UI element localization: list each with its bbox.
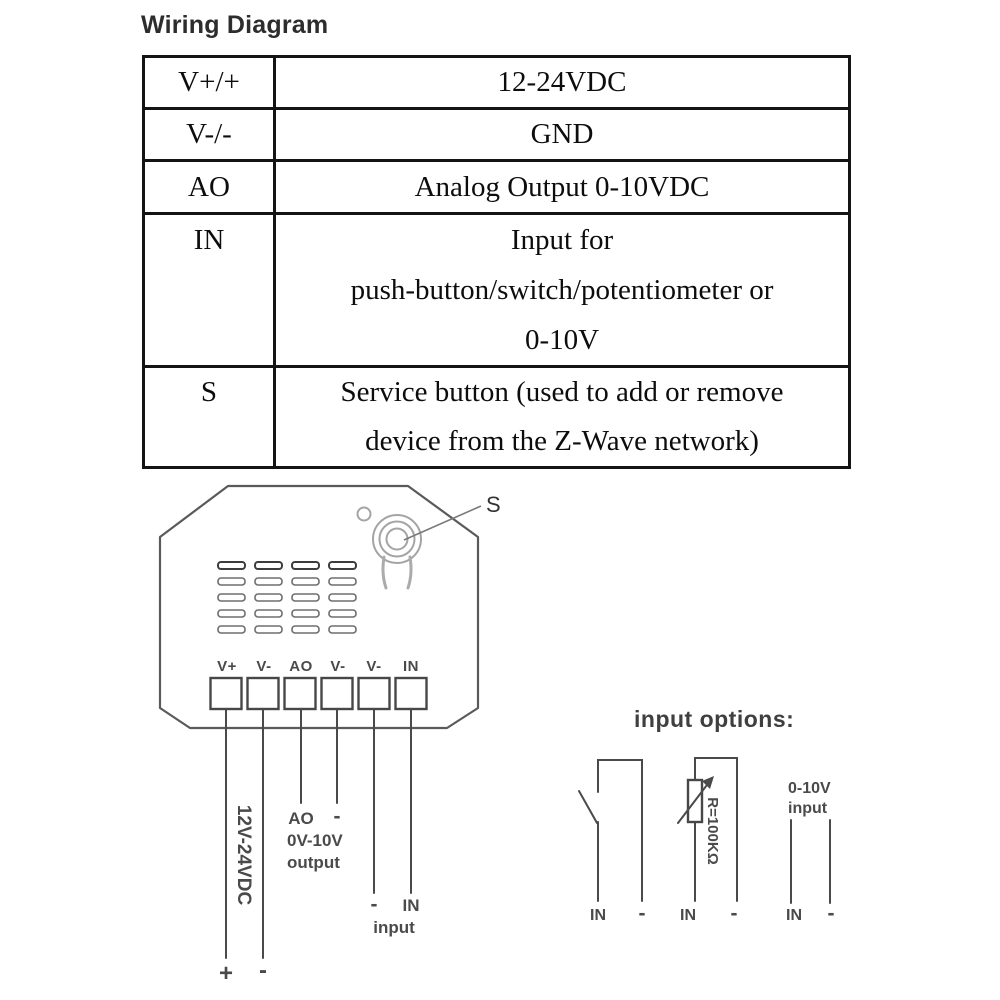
terminal-label: AO [289, 658, 313, 675]
terminal-label: V- [366, 658, 381, 675]
terminal-block [394, 676, 428, 711]
power-plus-label: + [219, 960, 233, 987]
voltage-option-line1: 0-10V [788, 780, 831, 797]
option-in-label: IN [786, 907, 802, 924]
terminal-desc-cell: 12-24VDC [273, 55, 851, 110]
service-button-callout-line [403, 505, 482, 541]
terminal-desc-cell: Analog Output 0-10VDC [273, 159, 851, 215]
resistor-value-label: R=100KΩ [704, 797, 721, 864]
terminal-block [357, 676, 391, 711]
resistor-arrowhead-icon [702, 776, 714, 789]
table-row: IN Input for push-button/switch/potentio… [142, 212, 851, 368]
table-row: V-/- GND [142, 107, 851, 162]
service-button-icon [372, 514, 422, 590]
terminal-blocks [209, 676, 428, 711]
vent-grid-icon [217, 561, 357, 634]
terminal-desc-cell: GND [273, 107, 851, 162]
switch-wires [597, 759, 643, 902]
power-minus-label: - [259, 957, 267, 984]
switch-lever-icon [578, 790, 598, 824]
wiring-diagram-canvas: S V+ V- AO V- V- IN [158, 484, 835, 987]
input-options-section: input options: IN - R=100KΩ IN - 0-10V i… [578, 706, 835, 925]
terminal-name-cell: V-/- [142, 107, 276, 162]
terminal-name-cell: IN [142, 212, 276, 368]
ao-label: AO [288, 809, 314, 828]
in-label: IN [403, 896, 420, 915]
option-minus-label: - [828, 902, 835, 925]
terminal-block [246, 676, 280, 711]
option-in-label: IN [680, 907, 696, 924]
terminal-labels: V+ V- AO V- V- IN [217, 658, 419, 675]
page-title: Wiring Diagram [141, 11, 329, 39]
wire-annotations: 12V-24VDC + - AO - 0V-10V output - IN in… [219, 805, 420, 987]
resistor-arrow-line [677, 780, 711, 824]
terminal-spec-table: V+/+ 12-24VDC V-/- GND AO Analog Output … [142, 55, 851, 469]
service-button-label: S [486, 492, 501, 517]
potentiometer-wires [694, 757, 738, 902]
table-row: S Service button (used to add or remove … [142, 365, 851, 469]
ao-output-label: output [287, 853, 340, 872]
ao-range-label: 0V-10V [287, 831, 343, 850]
ao-minus-label: - [334, 805, 341, 828]
option-minus-label: - [639, 902, 646, 925]
in-input-label: input [373, 918, 415, 937]
terminal-block [209, 676, 243, 711]
terminal-label: V- [330, 658, 345, 675]
terminal-name-cell: AO [142, 159, 276, 215]
terminal-block [283, 676, 317, 711]
voltage-option-line2: input [788, 800, 828, 817]
input-option-0-10v: 0-10V input IN - [786, 780, 835, 925]
device-body: S V+ V- AO V- V- IN [158, 484, 501, 730]
device-outline [158, 484, 480, 730]
terminal-desc-cell: Service button (used to add or remove de… [273, 365, 851, 469]
table-row: V+/+ 12-24VDC [142, 55, 851, 110]
input-option-switch: IN - [578, 759, 646, 925]
option-minus-label: - [731, 902, 738, 925]
terminal-name-cell: S [142, 365, 276, 469]
terminal-wires [225, 708, 412, 959]
table-row: AO Analog Output 0-10VDC [142, 159, 851, 215]
option-in-label: IN [590, 907, 606, 924]
terminal-label: V+ [217, 658, 237, 675]
led-indicator-icon [356, 506, 372, 522]
in-minus-label: - [371, 893, 378, 916]
terminal-desc-cell: Input for push-button/switch/potentiomet… [273, 212, 851, 368]
power-range-label: 12V-24VDC [233, 805, 254, 906]
terminal-name-cell: V+/+ [142, 55, 276, 110]
input-option-potentiometer: R=100KΩ IN - [677, 757, 738, 925]
input-options-title: input options: [634, 706, 794, 732]
terminal-block [320, 676, 354, 711]
terminal-label: IN [403, 658, 419, 675]
terminal-label: V- [256, 658, 271, 675]
